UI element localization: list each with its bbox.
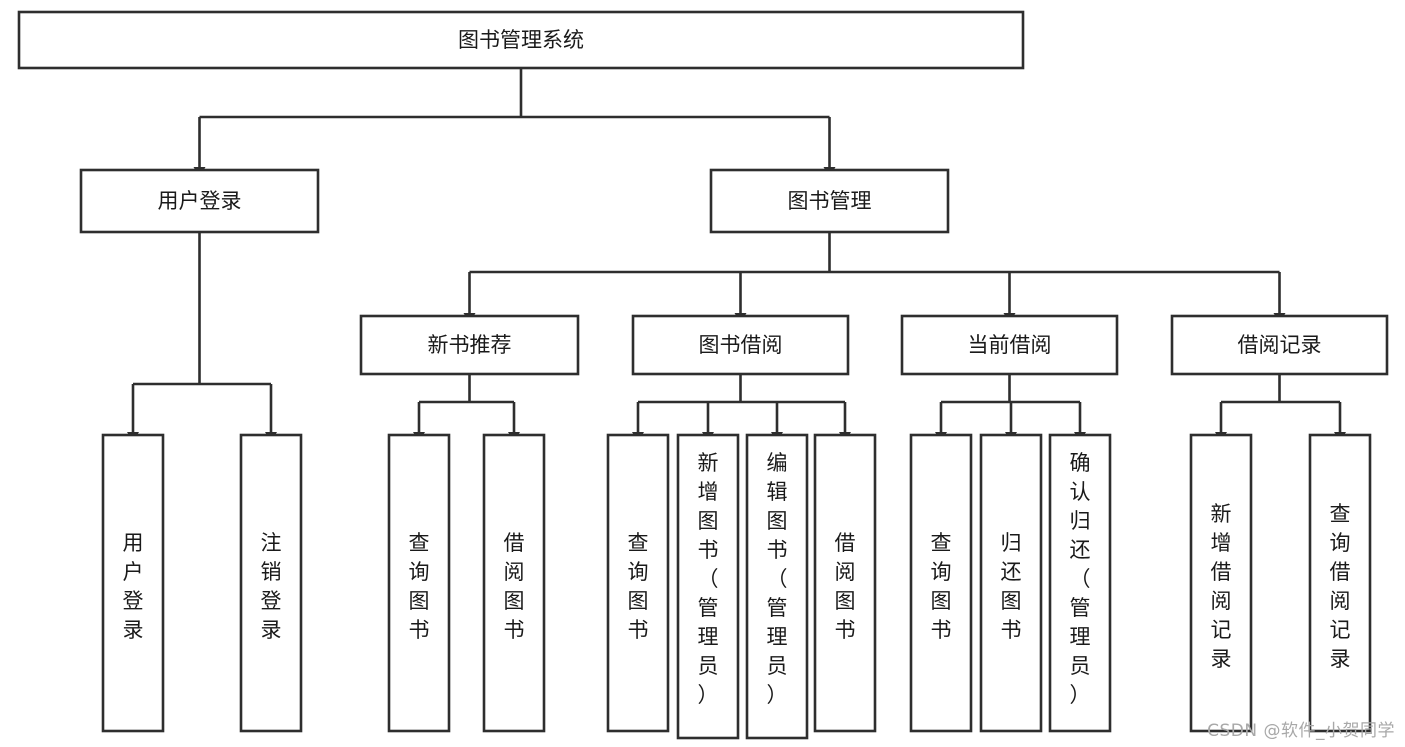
node-user-login[interactable]: 用户登录 <box>79 168 320 234</box>
node-label-leaf-add-book: 新增图书（管理员） <box>698 451 719 707</box>
node-box-leaf-query-book-3 <box>909 433 973 733</box>
node-new-book-recommend[interactable]: 新书推荐 <box>359 314 580 376</box>
node-book-manage[interactable]: 图书管理 <box>709 168 950 234</box>
node-label-leaf-borrow-book-2: 借阅图书 <box>835 531 856 642</box>
node-label-new-book-recommend: 新书推荐 <box>428 333 512 357</box>
edge-layer <box>127 68 1346 442</box>
node-box-current-borrow <box>900 314 1119 376</box>
node-label-leaf-return-book: 归还图书 <box>1001 531 1022 642</box>
node-leaf-query-record[interactable]: 查询借阅记录 <box>1308 433 1372 733</box>
node-leaf-return-book[interactable]: 归还图书 <box>979 433 1043 733</box>
node-leaf-edit-book[interactable]: 编辑图书（管理员） <box>745 433 809 740</box>
node-box-leaf-query-record <box>1308 433 1372 733</box>
node-box-leaf-add-record <box>1189 433 1253 733</box>
edge-recommend-to-leaves <box>413 374 520 442</box>
node-leaf-query-book-3[interactable]: 查询图书 <box>909 433 973 733</box>
node-box-leaf-return-book <box>979 433 1043 733</box>
node-label-leaf-user-login: 用户登录 <box>123 531 144 642</box>
node-leaf-confirm-return[interactable]: 确认归还（管理员） <box>1048 433 1112 733</box>
node-box-leaf-user-login <box>101 433 165 733</box>
node-label-leaf-user-logout: 注销登录 <box>261 531 282 642</box>
node-borrow-record[interactable]: 借阅记录 <box>1170 314 1389 376</box>
node-leaf-add-book[interactable]: 新增图书（管理员） <box>676 433 740 740</box>
node-label-book-borrow: 图书借阅 <box>699 333 783 357</box>
node-box-leaf-borrow-book-2 <box>813 433 877 733</box>
watermark-text: CSDN @软件_小贺同学 <box>1207 721 1395 741</box>
node-label-user-login: 用户登录 <box>158 189 242 213</box>
edge-record-to-leaves <box>1215 374 1346 442</box>
node-box-user-login <box>79 168 320 234</box>
node-book-borrow[interactable]: 图书借阅 <box>631 314 850 376</box>
node-box-leaf-confirm-return <box>1048 433 1112 733</box>
edge-borrow-to-leaves <box>632 374 851 442</box>
node-box-root <box>17 10 1025 70</box>
node-leaf-user-login[interactable]: 用户登录 <box>101 433 165 733</box>
node-leaf-query-book-1[interactable]: 查询图书 <box>387 433 451 733</box>
node-box-new-book-recommend <box>359 314 580 376</box>
node-leaf-query-book-2[interactable]: 查询图书 <box>606 433 670 733</box>
node-label-leaf-edit-book: 编辑图书（管理员） <box>767 451 788 707</box>
node-label-leaf-query-book-3: 查询图书 <box>931 531 952 642</box>
node-box-book-borrow <box>631 314 850 376</box>
node-current-borrow[interactable]: 当前借阅 <box>900 314 1119 376</box>
node-box-leaf-query-book-1 <box>387 433 451 733</box>
node-box-leaf-borrow-book-1 <box>482 433 546 733</box>
edge-current-to-leaves <box>935 374 1086 442</box>
node-label-leaf-borrow-book-1: 借阅图书 <box>504 531 525 642</box>
node-leaf-user-logout[interactable]: 注销登录 <box>239 433 303 733</box>
node-label-root: 图书管理系统 <box>458 28 584 52</box>
node-box-book-manage <box>709 168 950 234</box>
node-layer: 图书管理系统用户登录图书管理新书推荐图书借阅当前借阅借阅记录用户登录注销登录查询… <box>17 10 1389 740</box>
node-label-leaf-query-record: 查询借阅记录 <box>1330 502 1351 671</box>
node-label-leaf-query-book-2: 查询图书 <box>628 531 649 642</box>
edge-root-to-level2 <box>193 68 836 177</box>
node-leaf-borrow-book-2[interactable]: 借阅图书 <box>813 433 877 733</box>
node-box-leaf-add-book <box>676 433 740 740</box>
node-label-leaf-query-book-1: 查询图书 <box>409 531 430 642</box>
node-label-book-manage: 图书管理 <box>788 189 872 213</box>
node-label-current-borrow: 当前借阅 <box>968 333 1052 357</box>
node-label-borrow-record: 借阅记录 <box>1238 333 1322 357</box>
node-box-borrow-record <box>1170 314 1389 376</box>
edge-user-login-to-leaves <box>127 232 277 442</box>
node-label-leaf-add-record: 新增借阅记录 <box>1211 502 1232 671</box>
node-leaf-add-record[interactable]: 新增借阅记录 <box>1189 433 1253 733</box>
node-leaf-borrow-book-1[interactable]: 借阅图书 <box>482 433 546 733</box>
node-root[interactable]: 图书管理系统 <box>17 10 1025 70</box>
node-box-leaf-query-book-2 <box>606 433 670 733</box>
node-box-leaf-edit-book <box>745 433 809 740</box>
node-label-leaf-confirm-return: 确认归还（管理员） <box>1070 451 1091 707</box>
edge-book-manage-to-level3 <box>463 232 1286 323</box>
node-box-leaf-user-logout <box>239 433 303 733</box>
